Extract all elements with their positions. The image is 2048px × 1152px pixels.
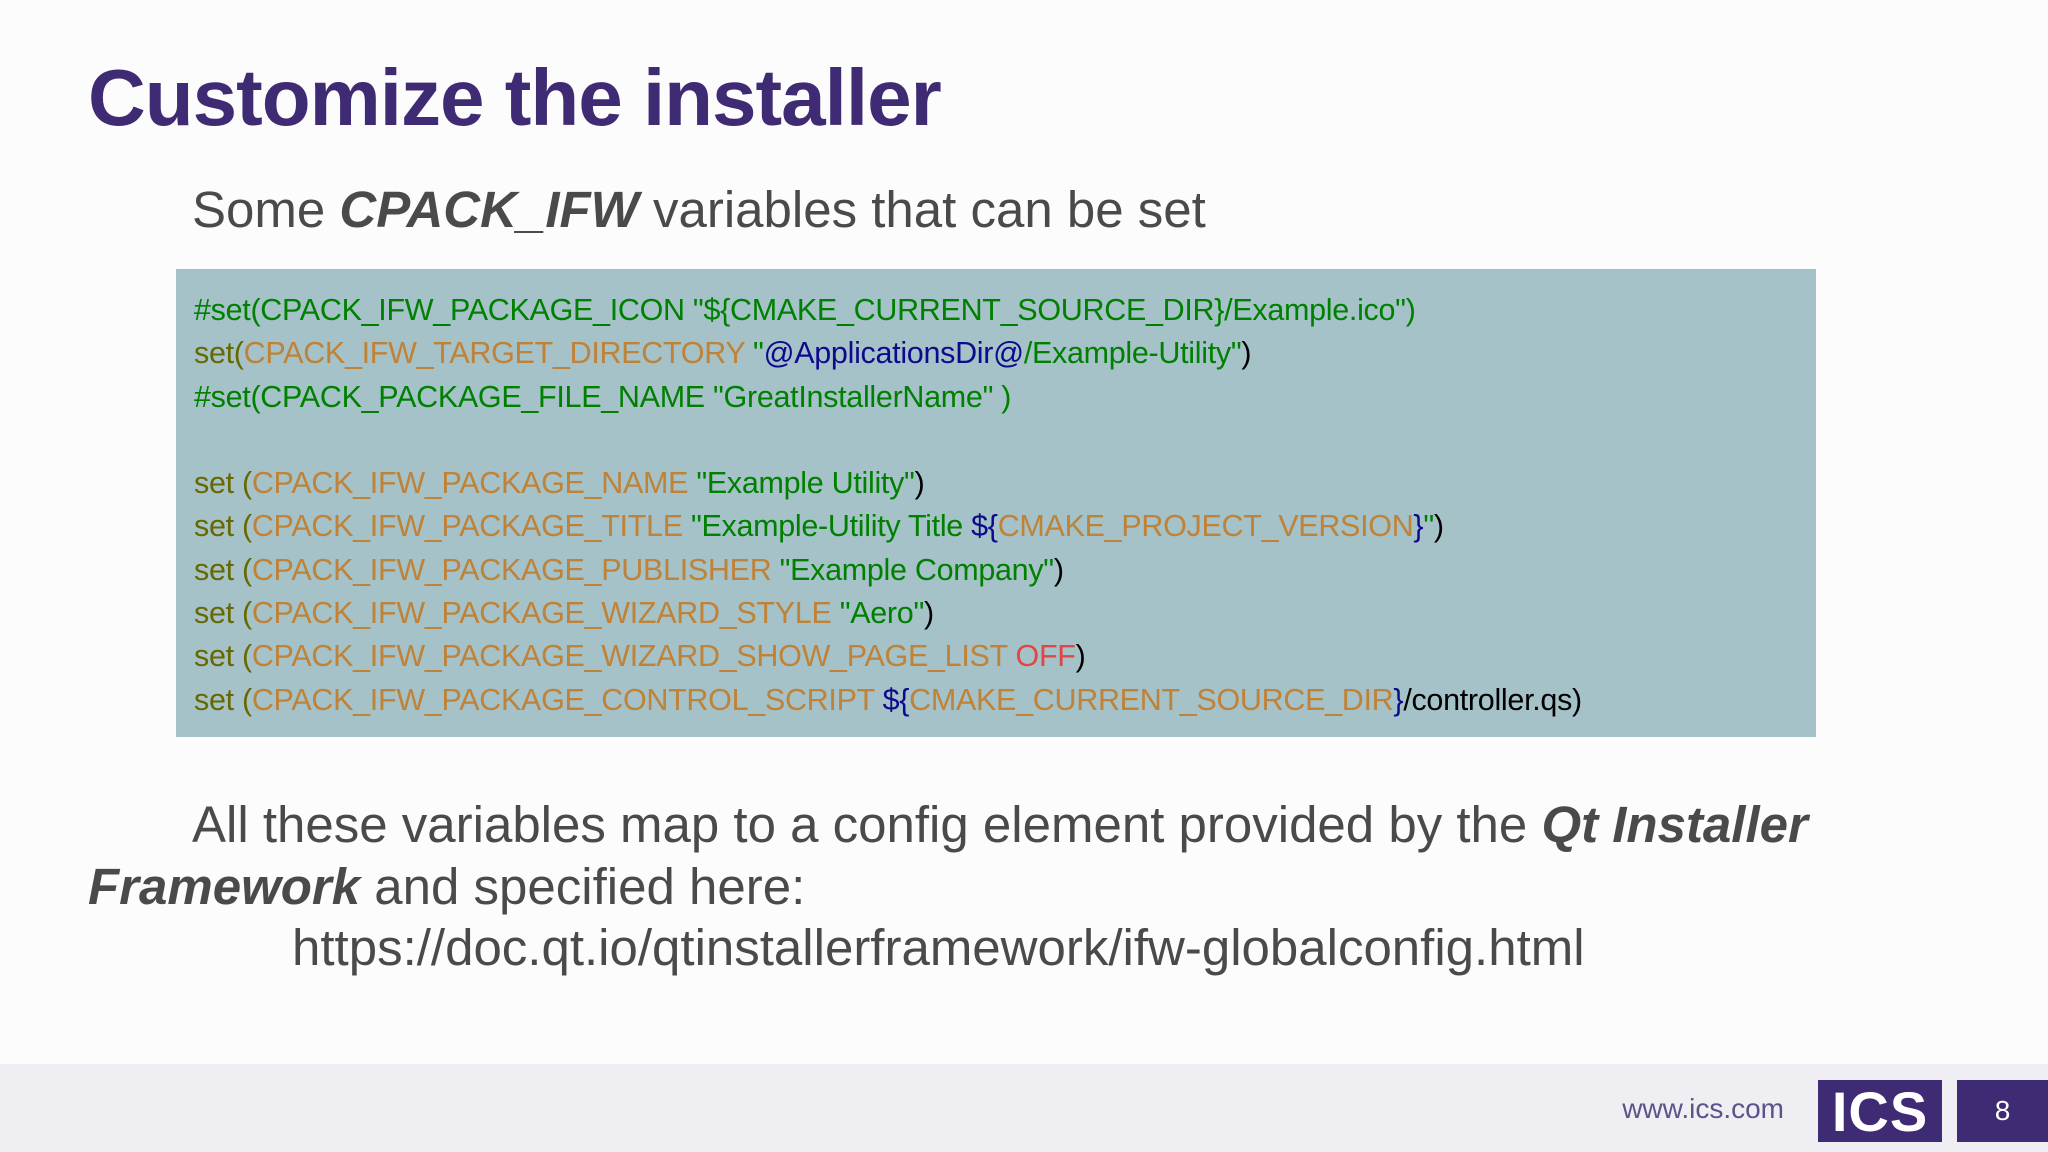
code-token: } [1413, 509, 1424, 544]
doc-url-link[interactable]: https://doc.qt.io/qtinstallerframework/i… [292, 919, 1585, 976]
code-line: set (CPACK_IFW_PACKAGE_CONTROL_SCRIPT ${… [194, 679, 1798, 722]
body-paragraph: All these variables map to a config elem… [88, 794, 1988, 918]
code-token: /controller.qs) [1403, 682, 1582, 717]
code-token: CPACK_IFW_PACKAGE_CONTROL_SCRIPT [251, 682, 875, 717]
body-text-part2: and specified here: [360, 858, 806, 915]
code-token: /Example-Utility" [1023, 336, 1242, 371]
slide-subtitle: Some CPACK_IFW variables that can be set [192, 180, 1206, 239]
code-line: set (CPACK_IFW_PACKAGE_PUBLISHER "Exampl… [194, 549, 1798, 592]
code-token: ${ [971, 509, 998, 544]
code-token: set ( [194, 596, 252, 631]
code-token: ) [1075, 639, 1086, 674]
footer-website-link[interactable]: www.ics.com [1622, 1093, 1784, 1124]
code-blank-line [194, 419, 1798, 462]
code-line: set (CPACK_IFW_PACKAGE_WIZARD_STYLE "Aer… [194, 592, 1798, 635]
code-token: CPACK_IFW_PACKAGE_TITLE [251, 509, 683, 544]
body-text-part1: All these variables map to a config elem… [192, 796, 1542, 853]
code-token: OFF [1007, 639, 1076, 674]
code-token: CPACK_IFW_PACKAGE_NAME [251, 466, 689, 501]
code-token: ) [1053, 552, 1064, 587]
subtitle-emphasis: CPACK_IFW [339, 181, 639, 238]
subtitle-text-after: variables that can be set [638, 181, 1206, 238]
code-block: #set(CPACK_IFW_PACKAGE_ICON "${CMAKE_CUR… [176, 269, 1816, 737]
code-token: " [744, 336, 764, 371]
code-token: CPACK_IFW_TARGET_DIRECTORY [243, 336, 746, 371]
code-token: "Example Company" [771, 552, 1055, 587]
code-line: set(CPACK_IFW_TARGET_DIRECTORY "@Applica… [194, 332, 1798, 375]
code-token: @ApplicationsDir@ [763, 336, 1025, 371]
code-token: set ( [194, 552, 252, 587]
code-token: set ( [194, 639, 252, 674]
code-token: ) [923, 596, 934, 631]
code-token: ${ [874, 682, 910, 717]
code-line: #set(CPACK_IFW_PACKAGE_ICON "${CMAKE_CUR… [194, 289, 1798, 332]
page-number: 8 [1957, 1080, 2048, 1142]
code-token: set ( [194, 682, 252, 717]
ics-logo: ICS [1818, 1080, 1942, 1143]
body-emphasis-framework: Framework [88, 858, 361, 915]
slide-title: Customize the installer [88, 53, 942, 142]
code-token: set ( [194, 509, 252, 544]
code-token: ) [1241, 336, 1252, 371]
code-line: #set(CPACK_PACKAGE_FILE_NAME "GreatInsta… [194, 376, 1798, 419]
code-token: "Aero" [831, 596, 925, 631]
code-token: "Example Utility" [688, 466, 915, 501]
code-token: CPACK_IFW_PACKAGE_PUBLISHER [251, 552, 772, 587]
code-token: #set(CPACK_PACKAGE_FILE_NAME "GreatInsta… [194, 379, 1012, 414]
code-token: CPACK_IFW_PACKAGE_WIZARD_STYLE [251, 596, 832, 631]
code-token: CMAKE_PROJECT_VERSION [997, 509, 1414, 544]
code-token: #set(CPACK_IFW_PACKAGE_ICON "${CMAKE_CUR… [194, 293, 1416, 327]
code-token: CMAKE_CURRENT_SOURCE_DIR [909, 682, 1394, 717]
footer-bar: www.ics.com ICS 8 [0, 1064, 2048, 1152]
code-token: ) [1433, 509, 1444, 544]
code-token: CPACK_IFW_PACKAGE_WIZARD_SHOW_PAGE_LIST [251, 639, 1008, 674]
code-token: } [1393, 682, 1404, 717]
code-token: set( [194, 336, 244, 371]
code-token: ) [914, 466, 925, 501]
code-token: "Example-Utility Title [682, 509, 972, 544]
body-emphasis-qt-installer: Qt Installer [1541, 796, 1808, 853]
subtitle-text-before: Some [192, 181, 340, 238]
code-line: set (CPACK_IFW_PACKAGE_TITLE "Example-Ut… [194, 505, 1798, 548]
code-token: " [1423, 509, 1434, 544]
code-line: set (CPACK_IFW_PACKAGE_NAME "Example Uti… [194, 462, 1798, 505]
code-line: set (CPACK_IFW_PACKAGE_WIZARD_SHOW_PAGE_… [194, 635, 1798, 678]
code-token: set ( [194, 466, 252, 501]
